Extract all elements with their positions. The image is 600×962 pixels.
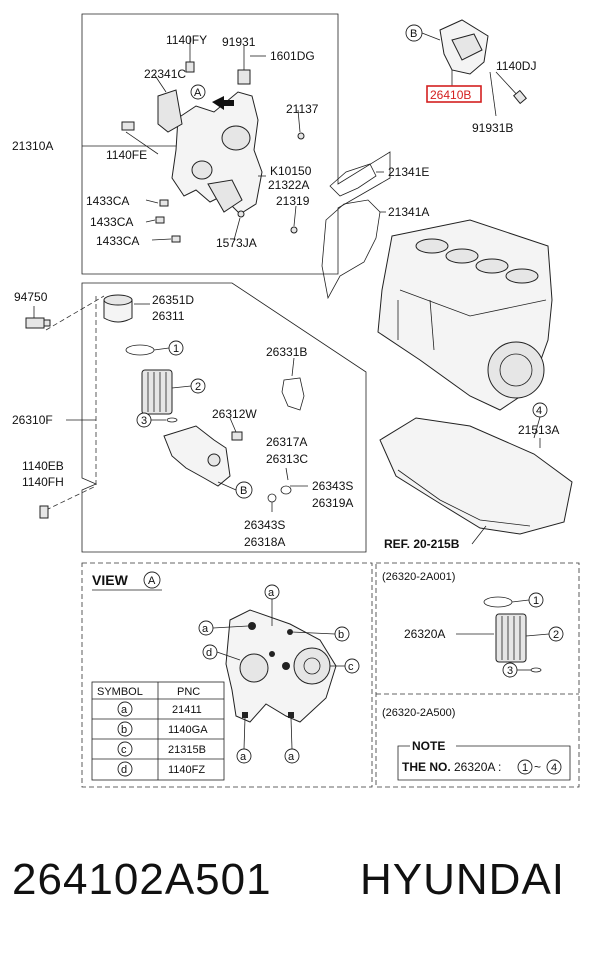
table-pnc: 21315B (168, 744, 206, 756)
view-callout-c: c (348, 661, 354, 673)
gasket-21341a (321, 199, 381, 300)
label-1433ca-2: 1433CA (90, 215, 133, 229)
label-26331b: 26331B (266, 345, 307, 359)
note-box: NOTE THE NO. 26320A : 1 ~ 4 (397, 739, 571, 781)
gasket-21341e (329, 163, 377, 197)
label-21341e: 21341E (388, 165, 429, 179)
label-1140fh: 1140FH (22, 475, 64, 489)
view-a-marker: A (194, 87, 202, 99)
oil-filter-group-frame (81, 282, 367, 553)
label-26343s-1: 26343S (312, 479, 353, 493)
label-1140fe: 1140FE (106, 148, 147, 162)
kit-label-26320a: 26320A (404, 627, 445, 641)
table-symbol: a (121, 704, 128, 716)
label-1601dg: 1601DG (270, 49, 315, 63)
label-1433ca-1: 1433CA (86, 194, 129, 208)
caption: 264102A501 HYUNDAI (0, 855, 600, 925)
kit-code-2: (26320-2A500) (382, 707, 455, 719)
callout-3: 3 (141, 415, 147, 427)
label-94750: 94750 (14, 290, 48, 304)
table-symbol: c (121, 744, 127, 756)
timing-cover (171, 91, 263, 215)
label-1140eb: 1140EB (22, 459, 64, 473)
parts-diagram: A 1140FY 91931 1601DG 22341C 21137 21310… (12, 13, 580, 788)
label-26317a: 26317A (266, 435, 307, 449)
callout-4: 4 (536, 405, 542, 417)
view-callout-a-bottom-right: a (288, 751, 295, 763)
label-26318a: 26318A (244, 535, 285, 549)
label-21322a: 21322A (268, 178, 309, 192)
label-26343s-2: 26343S (244, 518, 285, 532)
view-title: VIEW (92, 572, 129, 588)
label-26313c: 26313C (266, 452, 308, 466)
symbol-table: SYMBOL PNC a 21411 b 1140GA c 21315B d 1… (91, 681, 225, 781)
label-21137: 21137 (286, 102, 319, 116)
label-k10150: K10150 (270, 164, 312, 178)
view-a-arrow (212, 96, 234, 110)
view-callout-a-bottom-left: a (240, 751, 247, 763)
label-91931: 91931 (222, 35, 256, 49)
b-marker-2: B (240, 485, 247, 497)
gasket-26331b (281, 377, 305, 411)
label-22341c: 22341C (144, 67, 186, 81)
label-26310f: 26310F (12, 413, 53, 427)
table-header-pnc: PNC (177, 686, 200, 698)
label-1140dj: 1140DJ (496, 59, 536, 73)
label-26319a: 26319A (312, 496, 353, 510)
filter-cap (103, 299, 133, 323)
filter-housing (163, 425, 231, 487)
table-pnc: 21411 (172, 704, 202, 716)
bracket-22341c (157, 89, 183, 133)
note-part: 26320A : (454, 760, 501, 774)
callout-1: 1 (173, 343, 179, 355)
brand-name: HYUNDAI (360, 855, 566, 904)
kit-filter-element (495, 613, 527, 663)
view-callout-a-left: a (202, 623, 209, 635)
table-symbol: d (121, 764, 127, 776)
note-from: 1 (522, 762, 528, 774)
table-pnc: 1140GA (168, 724, 208, 736)
label-26410b: 26410B (430, 88, 471, 102)
kit-callout-3: 3 (507, 665, 513, 677)
view-callout-a-top: a (268, 587, 275, 599)
label-26312w: 26312W (212, 407, 257, 421)
callout-2: 2 (195, 381, 201, 393)
note-to: 4 (551, 762, 557, 774)
label-21310a: 21310A (12, 139, 53, 153)
highlight-box (426, 85, 482, 103)
label-ref-20-215b: REF. 20-215B (384, 537, 460, 551)
b-marker: B (410, 28, 417, 40)
kit-box (375, 562, 580, 788)
timing-cover-group-frame (81, 13, 391, 275)
view-cover-outline (225, 609, 337, 723)
label-21319: 21319 (276, 194, 310, 208)
note-prefix: THE NO. (402, 760, 451, 774)
note-title: NOTE (412, 739, 445, 753)
label-1573ja: 1573JA (216, 236, 257, 250)
label-26311: 26311 (152, 309, 185, 323)
label-21341a: 21341A (388, 205, 429, 219)
table-pnc: 1140FZ (168, 764, 205, 776)
label-1433ca-3: 1433CA (96, 234, 139, 248)
label-26351d: 26351D (152, 293, 194, 307)
table-header-symbol: SYMBOL (97, 686, 143, 698)
filter-element (141, 369, 173, 415)
view-callout-d: d (206, 647, 212, 659)
label-21513a: 21513A (518, 423, 559, 437)
view-a-box (81, 562, 373, 788)
note-tilde: ~ (534, 760, 541, 774)
oil-pan (379, 417, 573, 535)
label-1140fy: 1140FY (166, 33, 207, 47)
kit-callout-1: 1 (533, 595, 539, 607)
view-callout-b: b (338, 629, 344, 641)
part-number: 264102A501 (12, 855, 272, 904)
table-symbol: b (121, 724, 127, 736)
view-letter: A (148, 575, 156, 587)
label-91931b: 91931B (472, 121, 513, 135)
kit-code-1: (26320-2A001) (382, 571, 455, 583)
kit-callout-2: 2 (553, 629, 559, 641)
